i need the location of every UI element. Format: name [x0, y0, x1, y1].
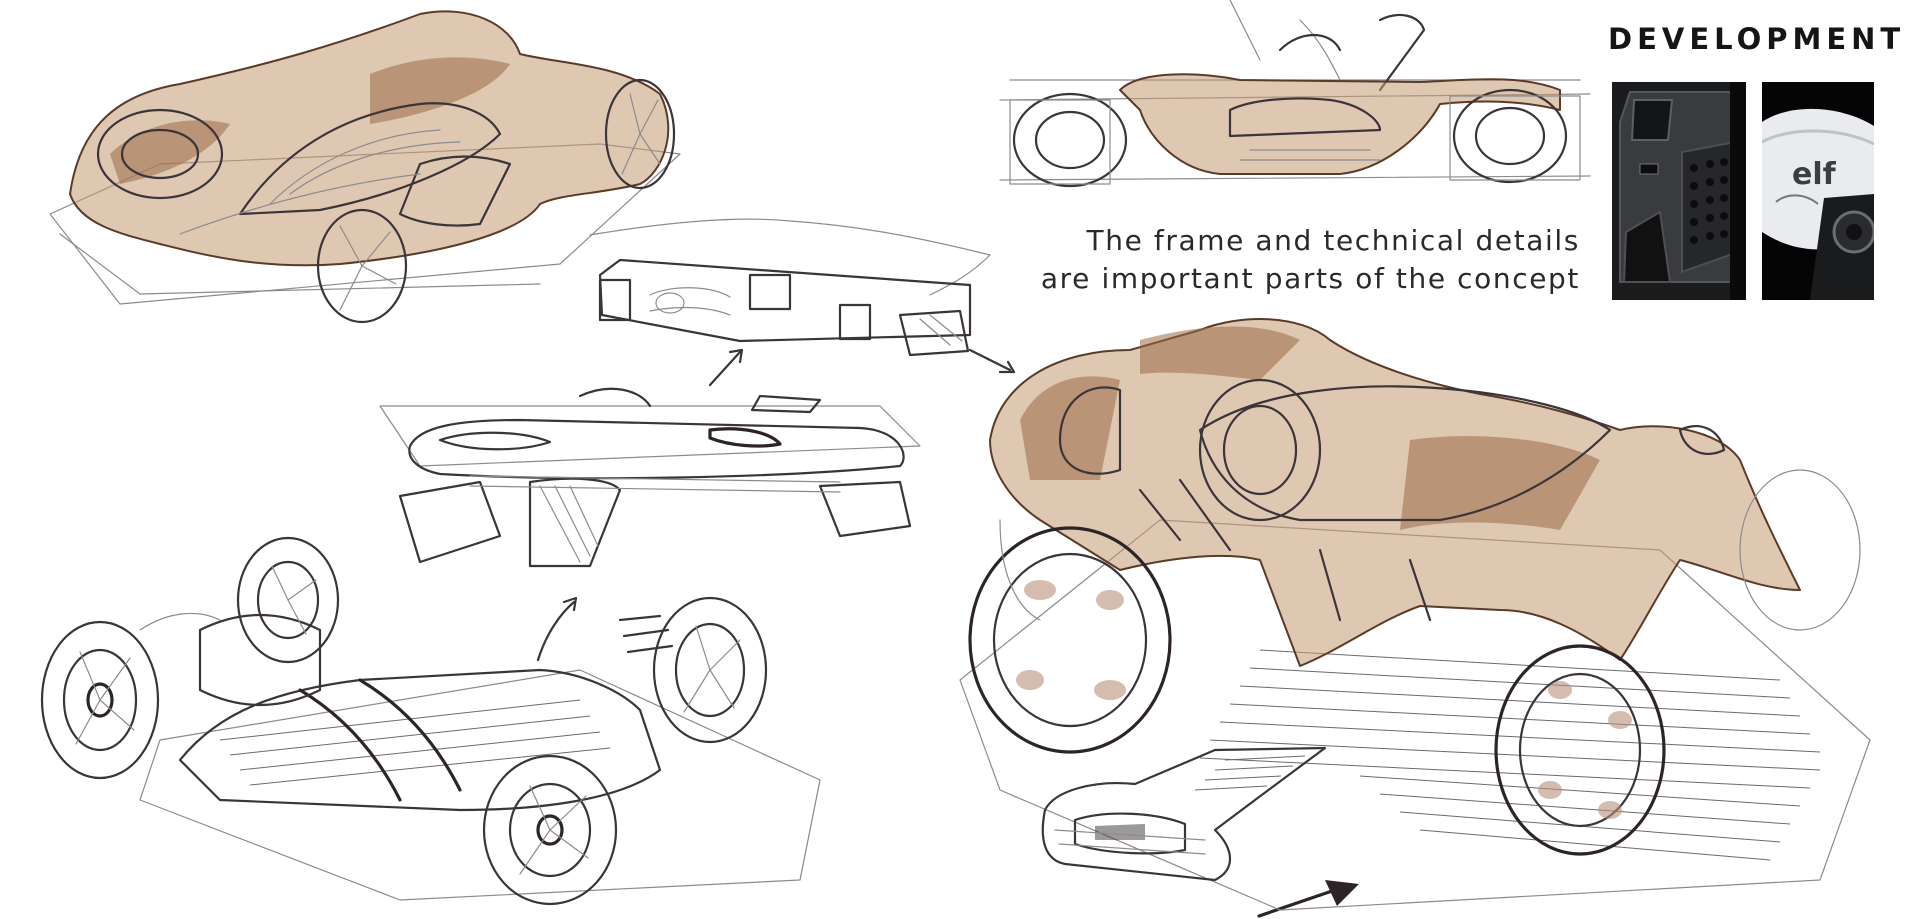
elf-logo: elf [1792, 157, 1837, 192]
large-right-car-sketch [959, 318, 1871, 911]
top-left-car-sketch [49, 10, 681, 324]
bottom-left-wheelbase-sketch [40, 536, 821, 906]
mechanical-part-image [1612, 82, 1746, 300]
top-right-side-frame-sketch [999, 0, 1591, 188]
arrow-up-2 [536, 596, 578, 662]
caption-line-2: are important parts of the concept [1040, 262, 1580, 295]
dark-mechanical-part-photo [1612, 82, 1746, 300]
top-center-frame-sketch [589, 218, 991, 357]
middle-chassis-sketch [379, 387, 921, 568]
caption-line-1: The frame and technical details [1086, 224, 1580, 257]
arrow-up-right-3 [1257, 880, 1359, 918]
floor-panel-sketch [1041, 746, 1327, 882]
arrow-right-1 [968, 348, 1016, 374]
motorcycle-image: elf [1762, 82, 1874, 300]
motorcycle-tank-photo: elf [1762, 82, 1874, 300]
page-title: DEVELOPMENT [1608, 22, 1906, 56]
concept-caption: The frame and technical details are impo… [1040, 222, 1580, 298]
arrow-up-right-1 [708, 348, 744, 387]
svg-text:elf: elf [1792, 157, 1837, 192]
